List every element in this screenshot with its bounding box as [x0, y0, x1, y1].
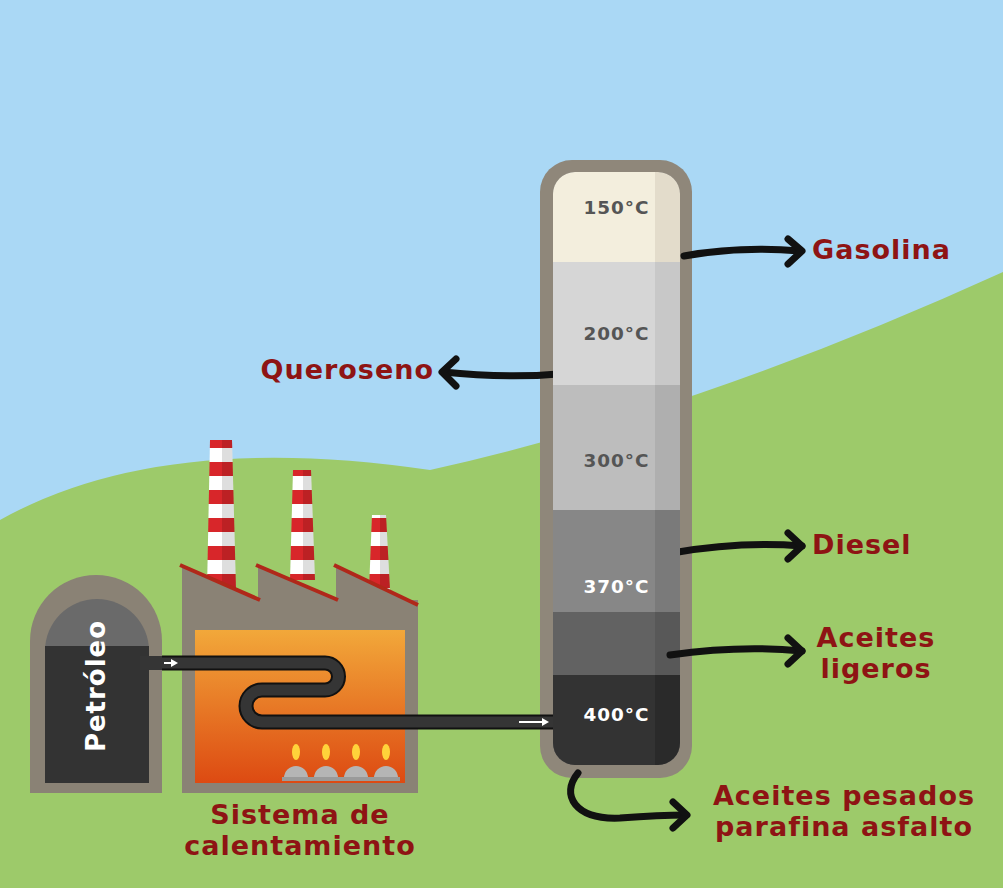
hill: [0, 272, 1003, 888]
temperature-label: 150°C: [553, 197, 680, 218]
burners: [282, 744, 400, 781]
column-band: 400°C: [553, 675, 680, 765]
chimneys: [207, 440, 390, 590]
distillation-column: [540, 160, 692, 778]
leader-arrows: [442, 239, 802, 828]
temperature-label: 300°C: [553, 450, 680, 471]
column-band: 300°C: [553, 385, 680, 510]
pipe-coil: [182, 663, 418, 722]
column-band: 150°C: [553, 172, 680, 262]
column-band: 200°C: [553, 262, 680, 385]
pipe-connector: [162, 659, 182, 667]
product-label: Diesel: [812, 529, 912, 560]
temperature-label: 400°C: [553, 704, 680, 725]
column-band: 370°C: [553, 510, 680, 612]
heating-system: Sistema de calentamiento: [182, 590, 418, 793]
temperature-label: 370°C: [553, 576, 680, 597]
factory-building: [180, 565, 418, 793]
system-heading: Sistema de calentamiento: [170, 799, 430, 861]
temperature-label: 200°C: [553, 323, 680, 344]
tank-label: Petróleo: [81, 620, 111, 752]
pipe-coil: [182, 663, 418, 722]
product-label: Aceites ligeros: [801, 622, 951, 684]
pipe-connector: [418, 718, 553, 726]
product-label: Gasolina: [812, 234, 951, 265]
product-label: Aceites pesados parafina asfalto: [698, 780, 990, 842]
oil-tank: [30, 575, 162, 793]
product-label: Queroseno: [260, 354, 434, 385]
oil-tank: Petróleo: [30, 575, 162, 793]
